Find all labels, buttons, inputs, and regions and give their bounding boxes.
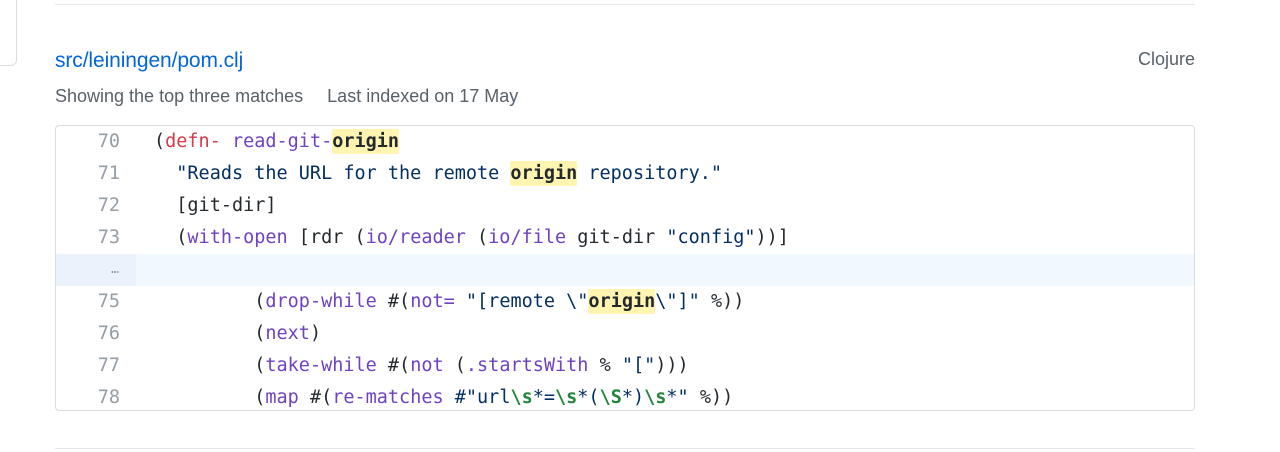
- line-number: 70: [97, 131, 120, 152]
- line-code: (with-open [rdr (io/reader (io/file git-…: [154, 222, 789, 254]
- code-token: ): [309, 323, 322, 344]
- code-token: #"url: [443, 387, 511, 408]
- code-token: repository.": [577, 163, 723, 184]
- code-token: *): [621, 387, 645, 408]
- code-token: not=: [410, 291, 455, 312]
- code-token: io/file: [488, 227, 567, 248]
- search-match-highlight: origin: [588, 289, 656, 314]
- code-token: "[remote \": [454, 291, 589, 312]
- matches-summary: Showing the top three matches: [55, 86, 304, 106]
- code-token: [rdr (: [287, 227, 366, 248]
- code-token: \S: [599, 387, 622, 408]
- code-gap-row[interactable]: …: [56, 254, 1194, 286]
- code-token: read-git-: [231, 131, 333, 152]
- code-token: *=: [532, 387, 556, 408]
- line-number: 75: [97, 291, 120, 312]
- code-token: ))]: [755, 227, 789, 248]
- file-path-link[interactable]: src/leiningen/pom.clj: [55, 49, 244, 72]
- code-token: "config": [666, 227, 756, 248]
- gap-gutter: [56, 254, 136, 286]
- last-indexed-text: Last indexed on 17 May: [327, 86, 519, 106]
- code-token: take-while: [265, 355, 377, 376]
- line-code: "Reads the URL for the remote origin rep…: [154, 158, 722, 190]
- line-number: 76: [97, 323, 120, 344]
- code-token: *": [666, 387, 689, 408]
- language-label: Clojure: [1137, 49, 1195, 69]
- code-token: #(: [376, 355, 411, 376]
- code-token: io/reader: [365, 227, 466, 248]
- line-number: 73: [97, 227, 120, 248]
- code-token: not: [410, 355, 444, 376]
- code-token: .startsWith: [465, 355, 589, 376]
- code-token: (: [154, 387, 266, 408]
- line-number: 78: [97, 387, 120, 408]
- code-token: with-open: [187, 227, 288, 248]
- bottom-divider: [55, 448, 1195, 449]
- code-token: "Reads the URL for the remote: [154, 163, 511, 184]
- code-token: (: [465, 227, 489, 248]
- top-divider: [55, 4, 1195, 5]
- search-match-highlight: origin: [332, 129, 400, 154]
- code-token: %: [588, 355, 622, 376]
- code-token: %)): [688, 387, 734, 408]
- search-result-header: src/leiningen/pom.clj Clojure: [55, 47, 1195, 77]
- code-token: (: [443, 355, 466, 376]
- line-number: 71: [97, 163, 120, 184]
- code-token: (: [154, 227, 188, 248]
- code-token: [221, 131, 232, 152]
- code-token: drop-while: [265, 291, 377, 312]
- code-token: "[": [621, 355, 656, 376]
- line-number: 72: [97, 195, 120, 216]
- line-code: (next): [154, 318, 321, 350]
- code-token: (: [154, 323, 266, 344]
- code-token: map: [265, 387, 299, 408]
- code-token: %)): [699, 291, 745, 312]
- expand-ellipsis[interactable]: …: [111, 262, 120, 277]
- code-token: (: [154, 291, 266, 312]
- code-line: 75 (drop-while #(not= "[remote \"origin\…: [56, 286, 1194, 318]
- result-meta: Showing the top three matches Last index…: [55, 86, 518, 107]
- code-token: \"]": [655, 291, 700, 312]
- code-token: #(: [376, 291, 411, 312]
- code-token: \s: [555, 387, 578, 408]
- line-code: (defn- read-git-origin: [154, 126, 400, 158]
- code-token: git-dir: [566, 227, 667, 248]
- code-line: 78 (map #(re-matches #"url\s*=\s*(\S*)\s…: [56, 382, 1194, 410]
- line-code: (map #(re-matches #"url\s*=\s*(\S*)\s*" …: [154, 382, 734, 410]
- code-line: 70 (defn- read-git-origin: [56, 126, 1194, 158]
- code-token: (: [154, 131, 166, 152]
- code-line: 73 (with-open [rdr (io/reader (io/file g…: [56, 222, 1194, 254]
- line-code: [git-dir]: [154, 190, 277, 222]
- code-token: \s: [644, 387, 667, 408]
- code-token: \s: [510, 387, 533, 408]
- code-token: next: [265, 323, 310, 344]
- code-token: #(: [298, 387, 333, 408]
- left-panel-edge: [0, 0, 17, 66]
- code-line: 77 (take-while #(not (.startsWith % "[")…: [56, 350, 1194, 382]
- line-code: (drop-while #(not= "[remote \"origin\"]"…: [154, 286, 744, 318]
- code-line: 72 [git-dir]: [56, 190, 1194, 222]
- code-token: *(: [577, 387, 600, 408]
- code-token: ))): [655, 355, 689, 376]
- code-line: 76 (next): [56, 318, 1194, 350]
- search-match-highlight: origin: [510, 161, 578, 186]
- code-token: [git-dir]: [154, 195, 277, 216]
- line-code: (take-while #(not (.startsWith % "["))): [154, 350, 689, 382]
- code-token: (: [154, 355, 266, 376]
- code-token: defn-: [165, 131, 221, 152]
- code-token: re-matches: [332, 387, 444, 408]
- code-line: 71 "Reads the URL for the remote origin …: [56, 158, 1194, 190]
- line-number: 77: [97, 355, 120, 376]
